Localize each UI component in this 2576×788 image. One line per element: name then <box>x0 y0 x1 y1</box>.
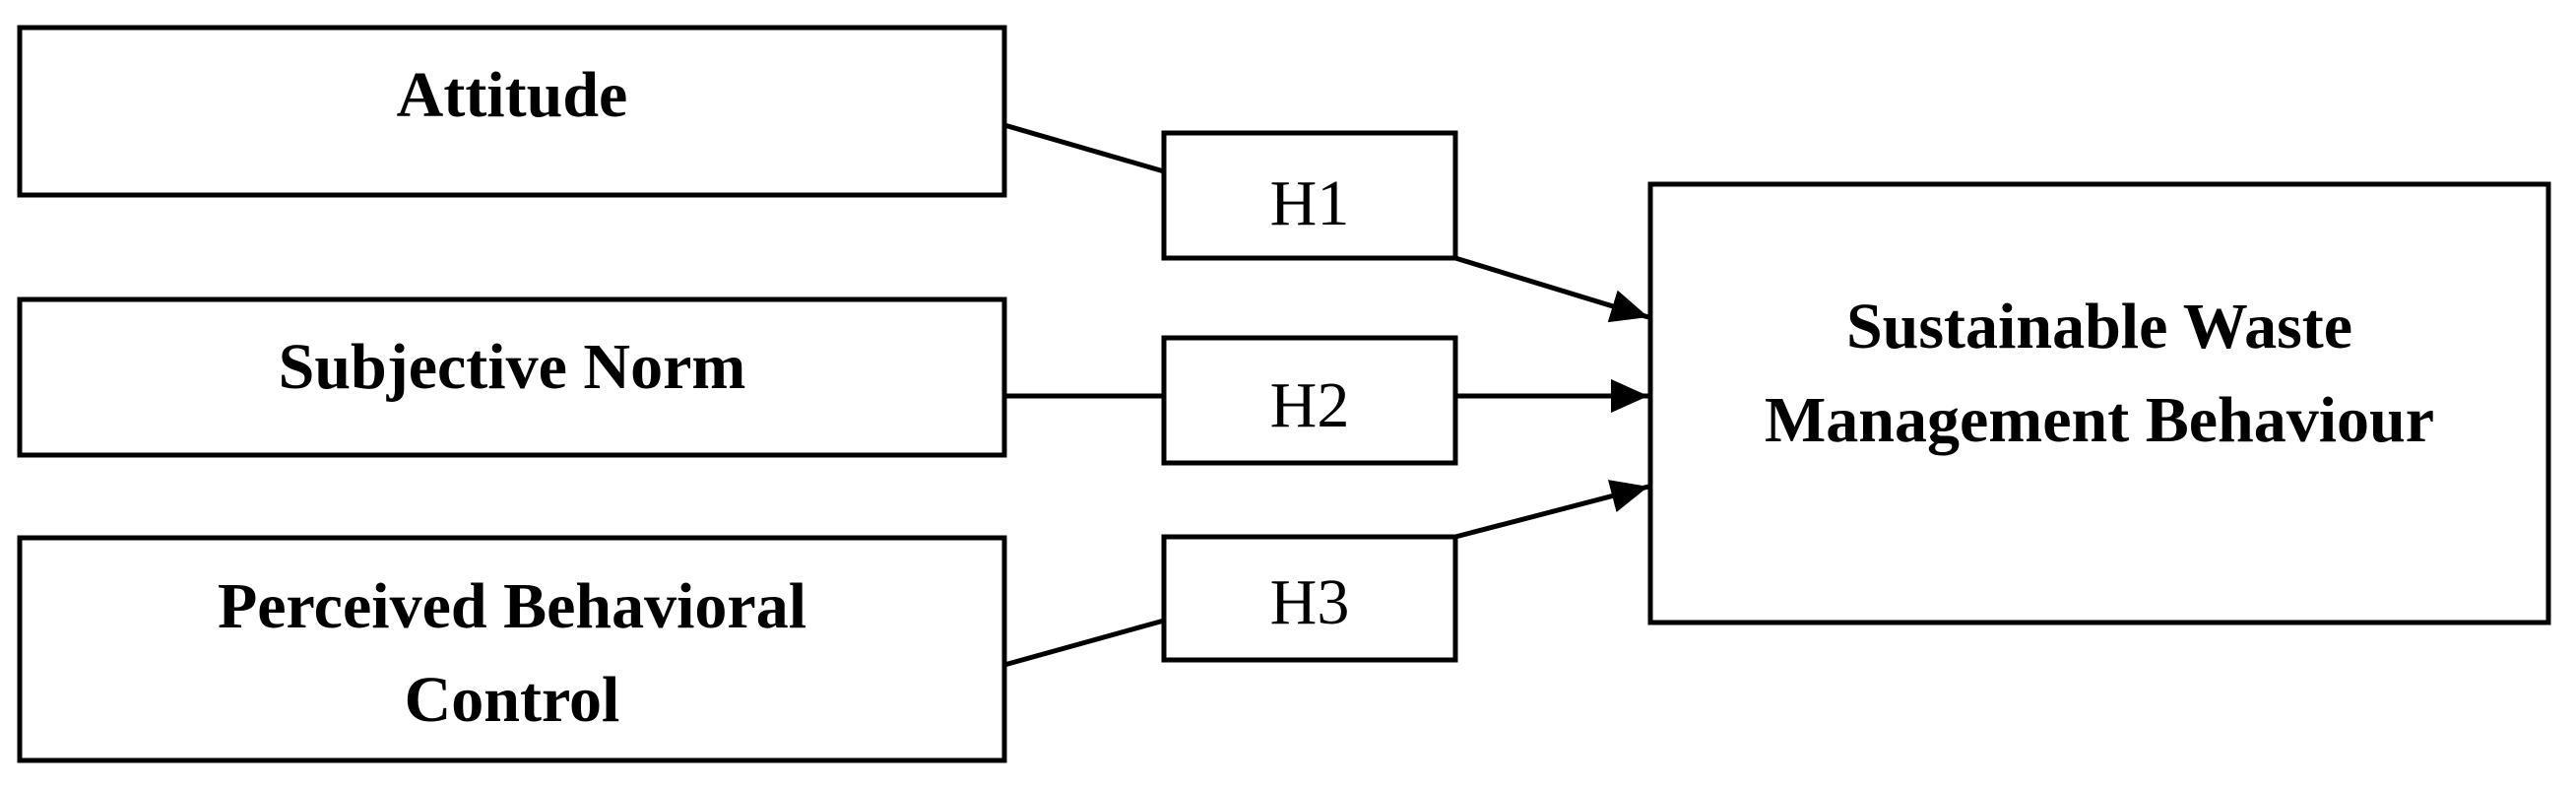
outcome-label-line2: Management Behaviour <box>1765 384 2434 456</box>
hypothesis-h2-box <box>1161 335 1458 466</box>
construct-perceived-behavioral-control: Perceived Behavioral Control <box>17 535 1007 763</box>
hypothesis-h2-label: H2 <box>1270 369 1350 441</box>
construct-attitude-label: Attitude <box>397 59 628 131</box>
hypothesis-h3-label: H3 <box>1270 566 1350 638</box>
arrow-h1-outcome <box>1454 255 1649 323</box>
hypothesis-h3-box <box>1161 534 1458 663</box>
construct-pbc-box <box>17 535 1007 763</box>
construct-attitude-box <box>17 25 1007 198</box>
construct-subjective-norm-box <box>17 296 1007 458</box>
construct-subjective-norm: Subjective Norm <box>17 296 1007 458</box>
hypothesis-h3: H3 <box>1161 534 1458 663</box>
arrow-h3-outcome <box>1454 480 1649 540</box>
construct-pbc-label-line2: Control <box>405 664 620 736</box>
construct-pbc-label-line1: Perceived Behavioral <box>218 570 806 642</box>
hypothesis-h2: H2 <box>1161 335 1458 466</box>
hypothesis-h1: H1 <box>1161 130 1458 261</box>
connector-attitude-h1 <box>1003 122 1165 174</box>
construct-attitude: Attitude <box>17 25 1007 198</box>
hypothesis-h1-label: H1 <box>1270 167 1350 239</box>
hypothesis-h1-box <box>1161 130 1458 261</box>
connector-pbc-h3 <box>1003 618 1165 668</box>
construct-subjective-norm-label: Subjective Norm <box>279 331 746 403</box>
outcome-label-line1: Sustainable Waste <box>1846 291 2352 362</box>
outcome-sustainable-waste-management-behaviour: Sustainable Waste Management Behaviour <box>1647 181 2551 625</box>
outcome-box <box>1647 181 2551 625</box>
